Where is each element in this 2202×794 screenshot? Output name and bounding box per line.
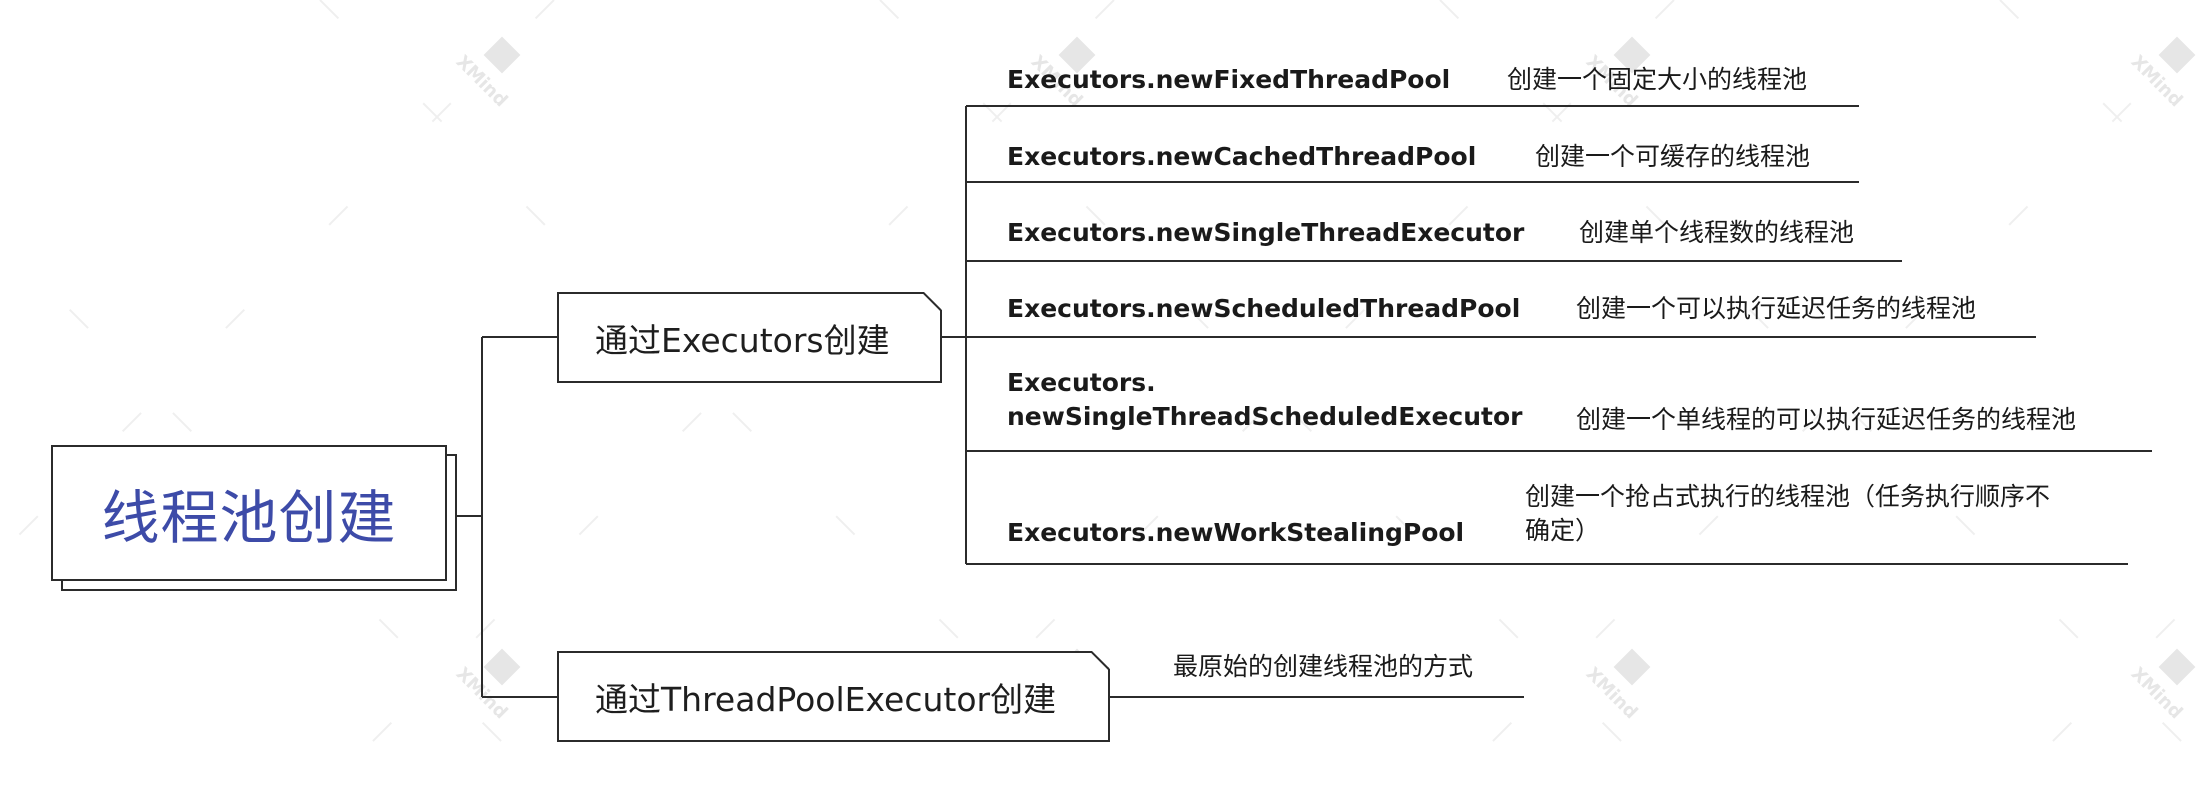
leaf-name-scheduled[interactable]: Executors.newScheduledThreadPool: [1007, 294, 1521, 323]
leaf-name-single[interactable]: Executors.newSingleThreadExecutor: [1007, 218, 1525, 247]
leaf-desc-workstealing-line2: 确定）: [1525, 516, 1601, 545]
leaf-desc-workstealing: 创建一个抢占式执行的线程池（任务执行顺序不 确定）: [1525, 480, 2050, 548]
note-fold-icon: [924, 292, 942, 310]
leaf-name-single-scheduled-line1: Executors.: [1007, 368, 1156, 397]
root-node-label: 线程池创建: [101, 484, 397, 552]
leaf-name-workstealing[interactable]: Executors.newWorkStealingPool: [1007, 518, 1465, 547]
branch-executors[interactable]: 通过Executors创建: [557, 292, 942, 383]
leaf-desc-scheduled: 创建一个可以执行延迟任务的线程池: [1576, 294, 1977, 323]
branch-executors-label: 通过Executors创建: [595, 320, 890, 360]
branch-threadpoolexecutor-label: 通过ThreadPoolExecutor创建: [595, 679, 1057, 719]
leaf-desc-single: 创建单个线程数的线程池: [1579, 218, 1855, 247]
leaf-desc-cached: 创建一个可缓存的线程池: [1535, 142, 1811, 171]
leaf-name-fixed[interactable]: Executors.newFixedThreadPool: [1007, 65, 1451, 94]
note-fold-icon: [1092, 651, 1110, 669]
root-node[interactable]: 线程池创建: [51, 445, 447, 581]
leaf-desc-workstealing-line1: 创建一个抢占式执行的线程池（任务执行顺序不: [1525, 482, 2051, 511]
leaf-desc-original: 最原始的创建线程池的方式: [1173, 652, 1474, 681]
branch-threadpoolexecutor[interactable]: 通过ThreadPoolExecutor创建: [557, 651, 1110, 742]
leaf-desc-fixed: 创建一个固定大小的线程池: [1507, 65, 1808, 94]
leaf-name-single-scheduled-line2: newSingleThreadScheduledExecutor: [1007, 402, 1523, 431]
leaf-name-single-scheduled[interactable]: Executors. newSingleThreadScheduledExecu…: [1007, 366, 1522, 434]
leaf-name-cached[interactable]: Executors.newCachedThreadPool: [1007, 142, 1477, 171]
leaf-desc-single-scheduled: 创建一个单线程的可以执行延迟任务的线程池: [1576, 405, 2077, 434]
